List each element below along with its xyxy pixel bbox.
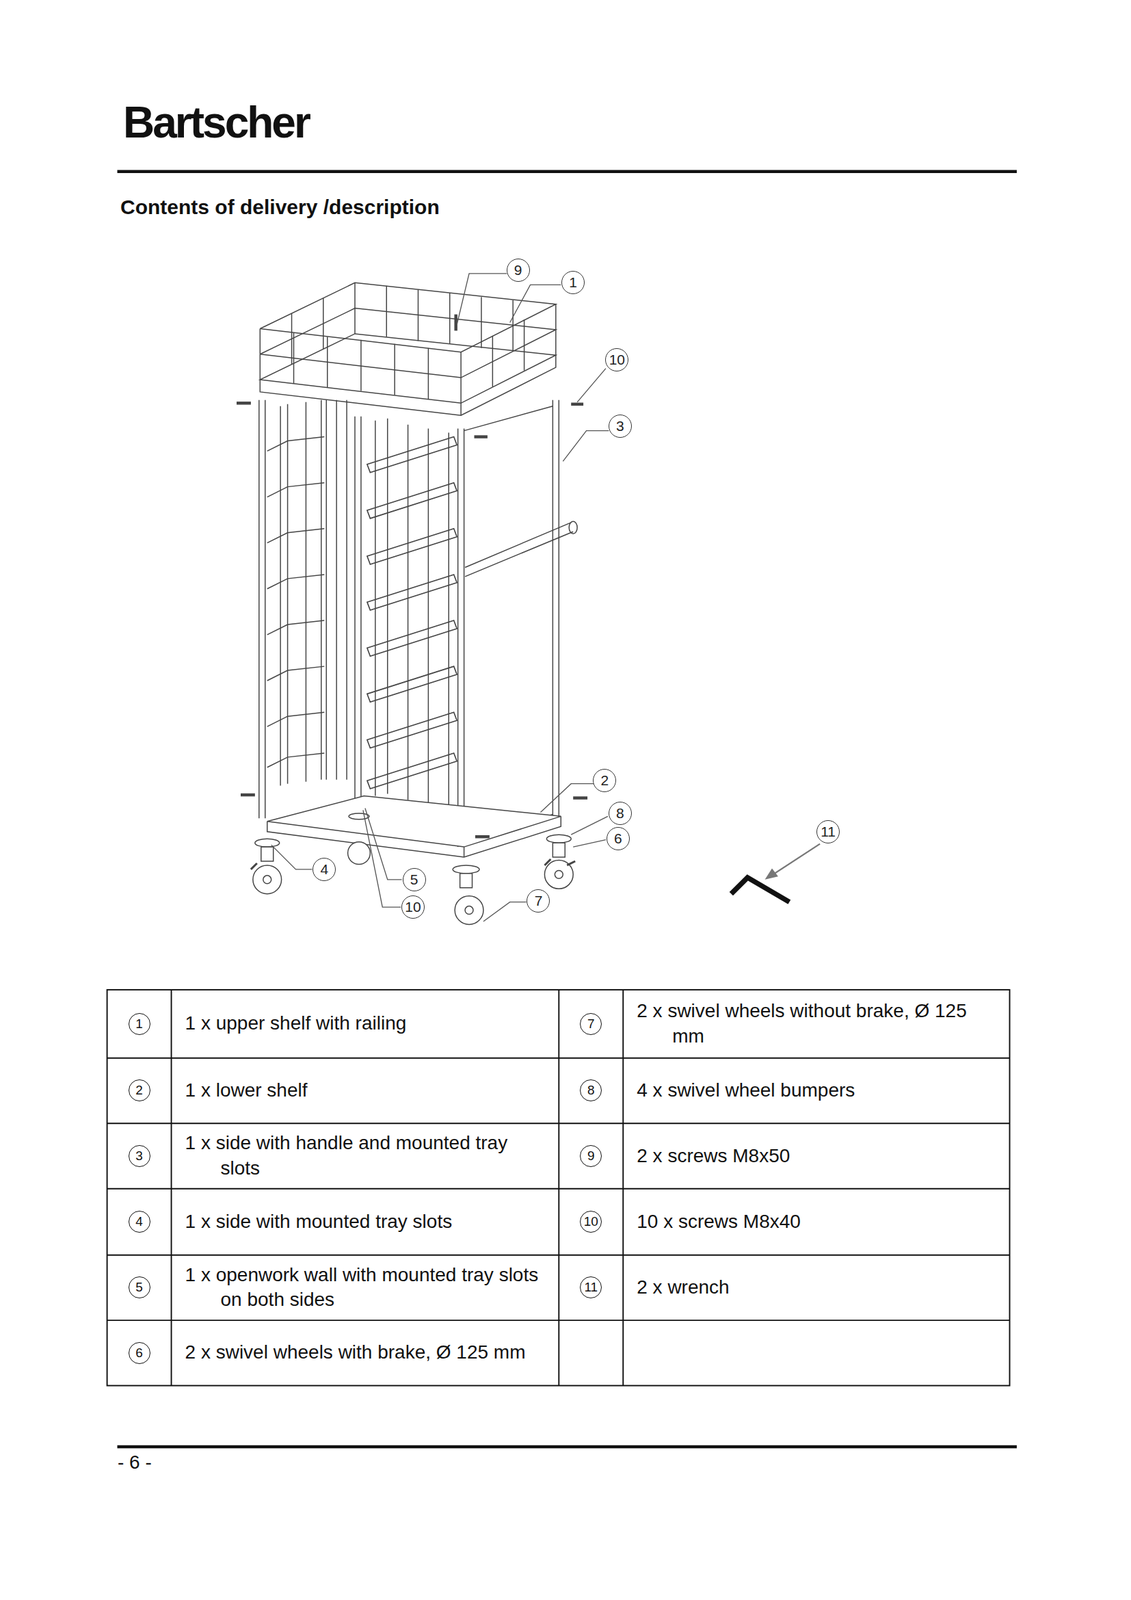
- arrowhead: [765, 867, 779, 879]
- callout-number: 5: [402, 867, 427, 891]
- wrench: [730, 877, 790, 902]
- item-number: 8: [579, 1079, 602, 1101]
- item-number: 5: [128, 1275, 151, 1298]
- callout-number: 9: [506, 258, 530, 282]
- item-description: 4 x swivel wheel bumpers: [636, 1077, 855, 1103]
- table-cell: 2 x screws M8x50: [636, 1122, 1002, 1188]
- trolley-illustration: [236, 282, 588, 924]
- item-number: 6: [128, 1341, 151, 1364]
- table-cell: 2 x swivel wheels without brake, Ø 125 m…: [636, 989, 1002, 1058]
- item-number: 1: [128, 1012, 151, 1035]
- callout-number: 7: [526, 888, 550, 913]
- item-description: 1 x side with mounted tray slots: [185, 1208, 453, 1234]
- page-number: - 6 -: [117, 1451, 152, 1473]
- callout-number: 10: [401, 895, 425, 919]
- callout-number: 2: [592, 768, 617, 792]
- item-number: 4: [128, 1210, 151, 1233]
- item-number: 10: [579, 1210, 602, 1233]
- item-number: 11: [579, 1275, 602, 1298]
- callout-number: 10: [605, 348, 629, 372]
- item-number: 3: [128, 1144, 151, 1167]
- leader-arrow: [773, 843, 821, 875]
- table-cell: 1 x side with handle and mounted tray sl…: [185, 1122, 552, 1188]
- item-description: 1 x openwork wall with mounted tray slot…: [185, 1262, 552, 1313]
- callout-number: 6: [606, 826, 630, 850]
- item-number: 2: [128, 1079, 151, 1101]
- table-cell: 1 x side with mounted tray slots: [185, 1188, 552, 1255]
- callout-number: 3: [608, 414, 632, 438]
- callout-number: 8: [608, 801, 632, 825]
- callout-number: 4: [312, 857, 336, 881]
- callout-number: 1: [561, 270, 585, 295]
- table-cell: 1 x lower shelf: [185, 1057, 552, 1123]
- item-description: 2 x swivel wheels without brake, Ø 125 m…: [636, 998, 1002, 1049]
- item-description: 2 x screws M8x50: [636, 1143, 790, 1168]
- brand-logo: Bartscher: [123, 97, 310, 148]
- item-number: 9: [579, 1144, 602, 1167]
- item-description: 1 x side with handle and mounted tray sl…: [185, 1130, 552, 1181]
- item-description: 10 x screws M8x40: [636, 1208, 801, 1234]
- header-rule: [117, 170, 1017, 174]
- table-grid: [107, 989, 1010, 1386]
- item-description: 1 x lower shelf: [185, 1077, 308, 1103]
- table-cell: 10 x screws M8x40: [636, 1188, 1002, 1255]
- table-cell: 2 x wrench: [636, 1254, 1002, 1320]
- table-cell: 1 x openwork wall with mounted tray slot…: [185, 1254, 552, 1320]
- callout-number: 11: [816, 819, 840, 844]
- item-description: 2 x swivel wheels with brake, Ø 125 mm: [185, 1339, 526, 1365]
- leader-lines: [271, 273, 610, 922]
- footer-rule: [117, 1444, 1017, 1448]
- section-heading: Contents of delivery /description: [120, 195, 440, 219]
- table-cell: 2 x swivel wheels with brake, Ø 125 mm: [185, 1319, 552, 1385]
- item-description: 2 x wrench: [636, 1274, 734, 1300]
- item-number: 7: [579, 1012, 602, 1035]
- table-cell: 4 x swivel wheel bumpers: [636, 1057, 1002, 1123]
- item-description: 1 x upper shelf with railing: [185, 1010, 407, 1036]
- table-cell: 1 x upper shelf with railing: [185, 989, 552, 1058]
